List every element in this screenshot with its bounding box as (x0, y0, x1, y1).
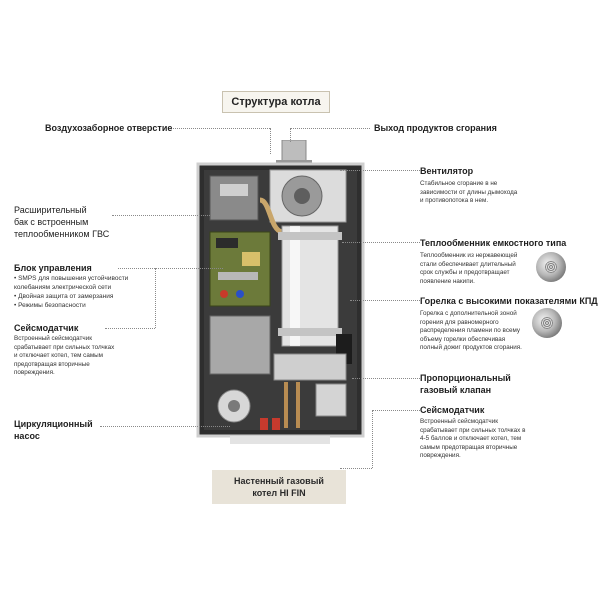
leader-line (118, 268, 223, 269)
circulation-pump-label: Циркуляционный насос (14, 419, 93, 441)
leader-line (170, 128, 270, 129)
control-unit-bullets: SMPS для повышения устойчивости колебани… (14, 274, 164, 310)
seismic-module (209, 315, 271, 375)
burner-desc: Горелка с дополнительной зоной горения д… (420, 310, 522, 351)
bottom-pipes (284, 382, 300, 428)
leader-line (372, 410, 373, 468)
fan-hub (294, 188, 310, 204)
flue-outlet-label: Выход продуктов сгорания (374, 123, 497, 133)
leader-line (100, 426, 230, 427)
board-connector (218, 272, 258, 280)
leader-line (350, 300, 420, 301)
expansion-tank (209, 175, 259, 221)
air-intake-label: Воздухозаборное отверстие (45, 123, 173, 133)
red-fitting (260, 418, 268, 430)
board-relay (242, 252, 260, 266)
gas-valve (315, 383, 347, 417)
board-capacitor (236, 290, 244, 298)
leader-line (290, 128, 370, 129)
heat-exchanger-ring (278, 232, 342, 240)
gas-valve-label: Пропорциональный газовый клапан (420, 373, 511, 395)
fan-label: Вентилятор (420, 166, 474, 176)
heat-exchanger-desc: Теплообменник из нержавеющей стали обесп… (420, 252, 518, 285)
leader-line (340, 468, 372, 469)
diagram-title: Структура котла (222, 91, 330, 113)
seismic-sensor-right-desc: Встроенный сейсмодатчик срабатывает при … (420, 418, 526, 459)
leader-line (290, 128, 291, 142)
board-chip (216, 238, 238, 248)
tank-label (220, 184, 248, 196)
flue-pipe (281, 140, 307, 163)
leader-line (105, 328, 155, 329)
control-unit-label: Блок управления (14, 263, 92, 273)
red-fitting (272, 418, 280, 430)
board-capacitor (220, 290, 228, 298)
leader-line (352, 378, 420, 379)
burner-thumbnail (532, 308, 562, 338)
leader-line (340, 170, 420, 171)
leader-line (372, 410, 420, 411)
heat-exchanger-highlight (290, 226, 300, 346)
leader-line (270, 128, 271, 154)
seismic-sensor-left-desc: Встроенный сейсмодатчик срабатывает при … (14, 335, 115, 376)
seismic-sensor-left-label: Сейсмодатчик (14, 323, 79, 333)
product-caption: Настенный газовый котел HI FIN (212, 470, 346, 504)
leader-line (342, 242, 420, 243)
boiler-illustration (196, 140, 365, 444)
leader-line (112, 215, 222, 216)
brass-pipe (259, 197, 284, 235)
heat-exchanger-thumbnail (536, 252, 566, 282)
heat-exchanger-ring (278, 328, 342, 336)
fan-desc: Стабильное сгорание в не зависимости от … (420, 180, 518, 204)
expansion-tank-label: Расширительный бак с встроенным теплообм… (14, 205, 110, 239)
boiler-base (230, 436, 330, 444)
pump-rotor (228, 400, 240, 412)
burner-base (273, 353, 347, 381)
seismic-sensor-right-label: Сейсмодатчик (420, 405, 485, 415)
heat-exchanger-label: Теплообменник емкостного типа (420, 238, 567, 248)
burner-label: Горелка с высокими показателями КПД (420, 296, 598, 306)
